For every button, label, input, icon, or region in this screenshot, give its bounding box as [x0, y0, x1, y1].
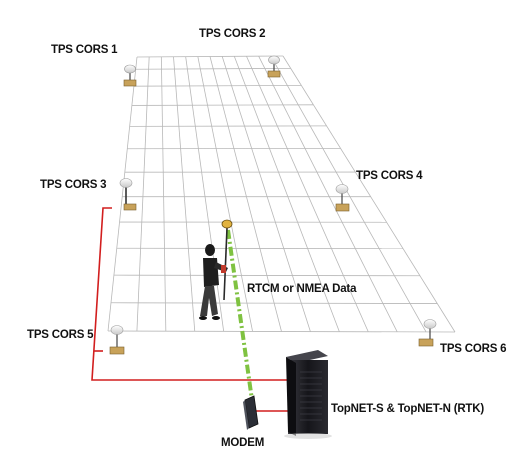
network-cables — [91, 207, 290, 412]
gnss-antenna-icon — [267, 55, 281, 78]
surveyor-figure — [199, 244, 228, 320]
label-tps-cors-3: TPS CORS 3 — [40, 179, 107, 191]
server-tower-icon — [284, 350, 332, 439]
cors-station-5 — [109, 325, 125, 355]
label-server: TopNET-S & TopNET-N (RTK) — [331, 403, 484, 415]
cable-cors3-to-server — [91, 207, 288, 381]
label-tps-cors-2: TPS CORS 2 — [199, 28, 266, 40]
gnss-antenna-icon — [123, 64, 137, 87]
cors-station-6 — [418, 319, 437, 347]
gnss-antenna-icon — [418, 319, 437, 347]
label-tps-cors-4: TPS CORS 4 — [356, 170, 423, 182]
label-modem: MODEM — [221, 437, 265, 449]
data-link-line — [226, 229, 254, 401]
label-tps-cors-5: TPS CORS 5 — [27, 329, 94, 341]
cors-station-3 — [119, 178, 137, 211]
cors-station-1 — [123, 64, 137, 87]
ground-grid — [107, 55, 456, 333]
label-tps-cors-1: TPS CORS 1 — [51, 44, 118, 56]
label-tps-cors-6: TPS CORS 6 — [440, 343, 507, 355]
gnss-antenna-icon — [109, 325, 125, 355]
cors-station-4 — [335, 184, 350, 212]
gnss-antenna-icon — [335, 184, 350, 212]
cors-station-2 — [267, 55, 281, 78]
modem-icon — [243, 395, 259, 430]
rover-receiver-icon — [221, 219, 233, 301]
gnss-antenna-icon — [119, 178, 137, 211]
label-data-link: RTCM or NMEA Data — [247, 283, 357, 295]
